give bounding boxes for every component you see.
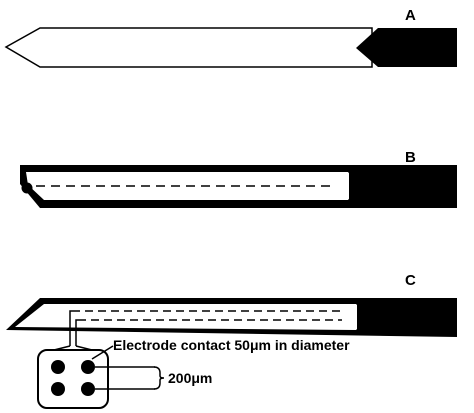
panel-a-label: A <box>405 7 416 24</box>
contact-callout-line <box>91 345 114 360</box>
probe-a-connector <box>356 28 457 67</box>
probe-c-connector-notch <box>344 304 357 330</box>
probe-c-channel <box>15 304 356 330</box>
panel-a: A <box>4 7 457 68</box>
probe-b-tip-contact <box>21 182 33 194</box>
probe-b-notch <box>338 172 349 200</box>
spacing-annotation: 200μm <box>168 370 212 386</box>
panel-b: B <box>20 149 457 208</box>
panel-c: Electrode contact 50μm in diameter 200μm… <box>6 272 457 409</box>
contact-annotation: Electrode contact 50μm in diameter <box>113 337 350 353</box>
contact-bottom-right <box>81 382 95 396</box>
contact-top-right <box>81 360 95 374</box>
probe-a-shank <box>4 27 373 68</box>
contact-bottom-left <box>51 382 65 396</box>
panel-b-label: B <box>405 149 416 166</box>
probe-c-lead-left <box>69 310 72 346</box>
panel-c-label: C <box>405 272 416 289</box>
spacing-brace <box>153 366 165 390</box>
contact-array-inset <box>37 349 109 409</box>
contact-top-left <box>51 360 65 374</box>
probe-c-lead-right <box>75 319 78 346</box>
